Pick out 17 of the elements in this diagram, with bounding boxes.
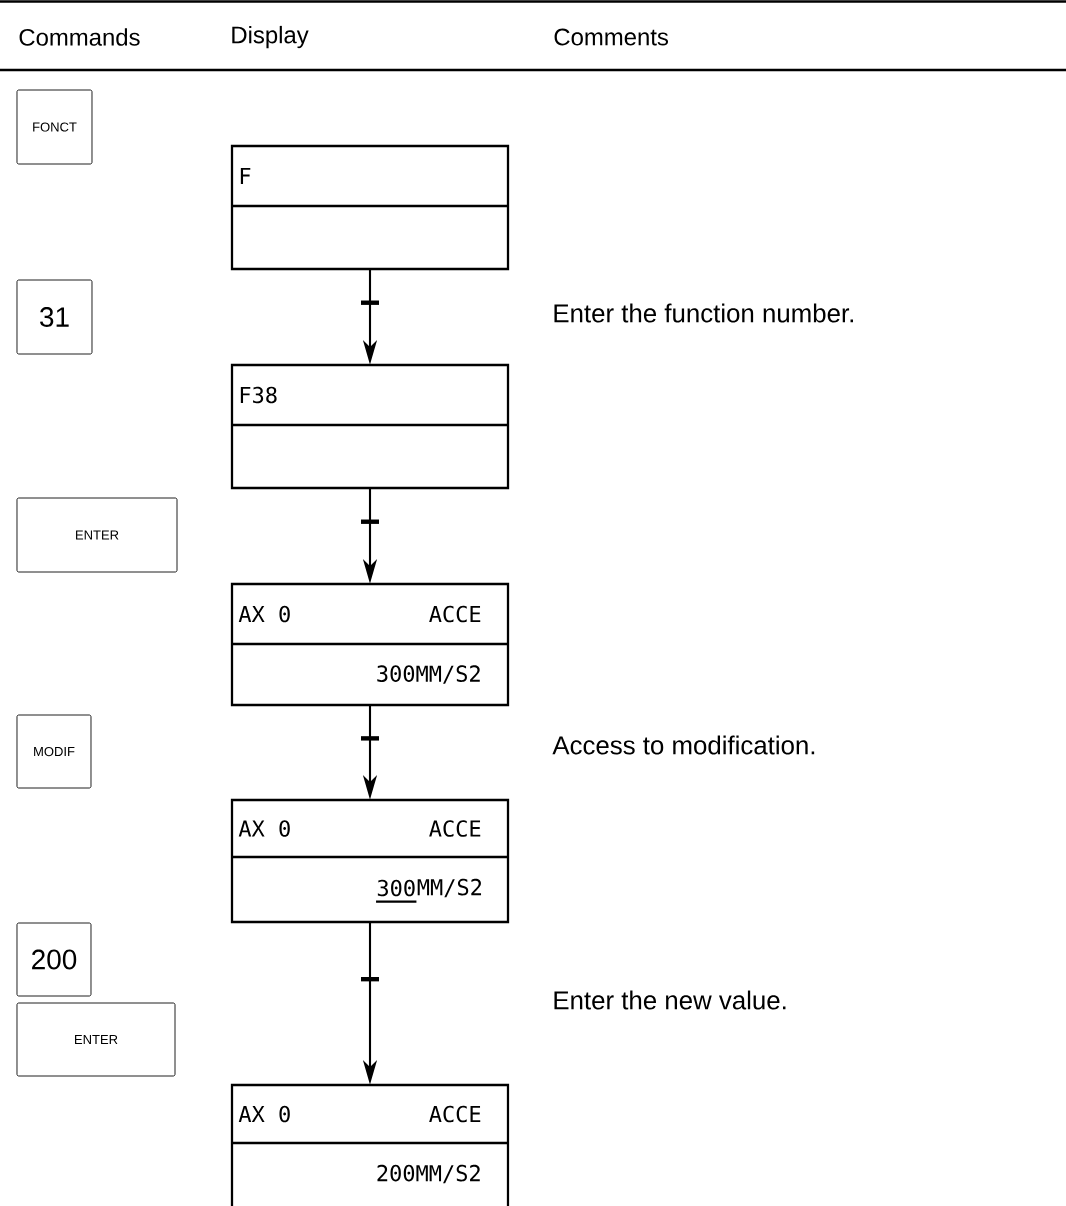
key-button: 200 — [16, 922, 92, 997]
column-header: Comments — [554, 28, 668, 46]
comment-text: Enter the function number. — [554, 303, 853, 323]
column-header: Display — [232, 25, 309, 49]
column-header: Commands — [19, 28, 140, 46]
key-button: ENTER — [16, 1002, 176, 1077]
key-button: 31 — [16, 279, 93, 355]
key-button: MODIF — [16, 714, 92, 789]
display-screen: AX 0 ACCE 300MM/S2 — [230, 798, 510, 924]
key-button: ENTER — [16, 497, 178, 573]
display-screen: F38 — [230, 363, 510, 490]
key-button: FONCT — [16, 89, 93, 165]
display-screen: F — [230, 144, 510, 271]
display-screen: AX 0 ACCE 200MM/S2 — [230, 1083, 510, 1206]
comment-text: Access to modification. — [552, 735, 815, 755]
comment-text: Enter the new value. — [554, 990, 786, 1010]
display-screen: AX 0 ACCE 300MM/S2 — [230, 582, 510, 707]
